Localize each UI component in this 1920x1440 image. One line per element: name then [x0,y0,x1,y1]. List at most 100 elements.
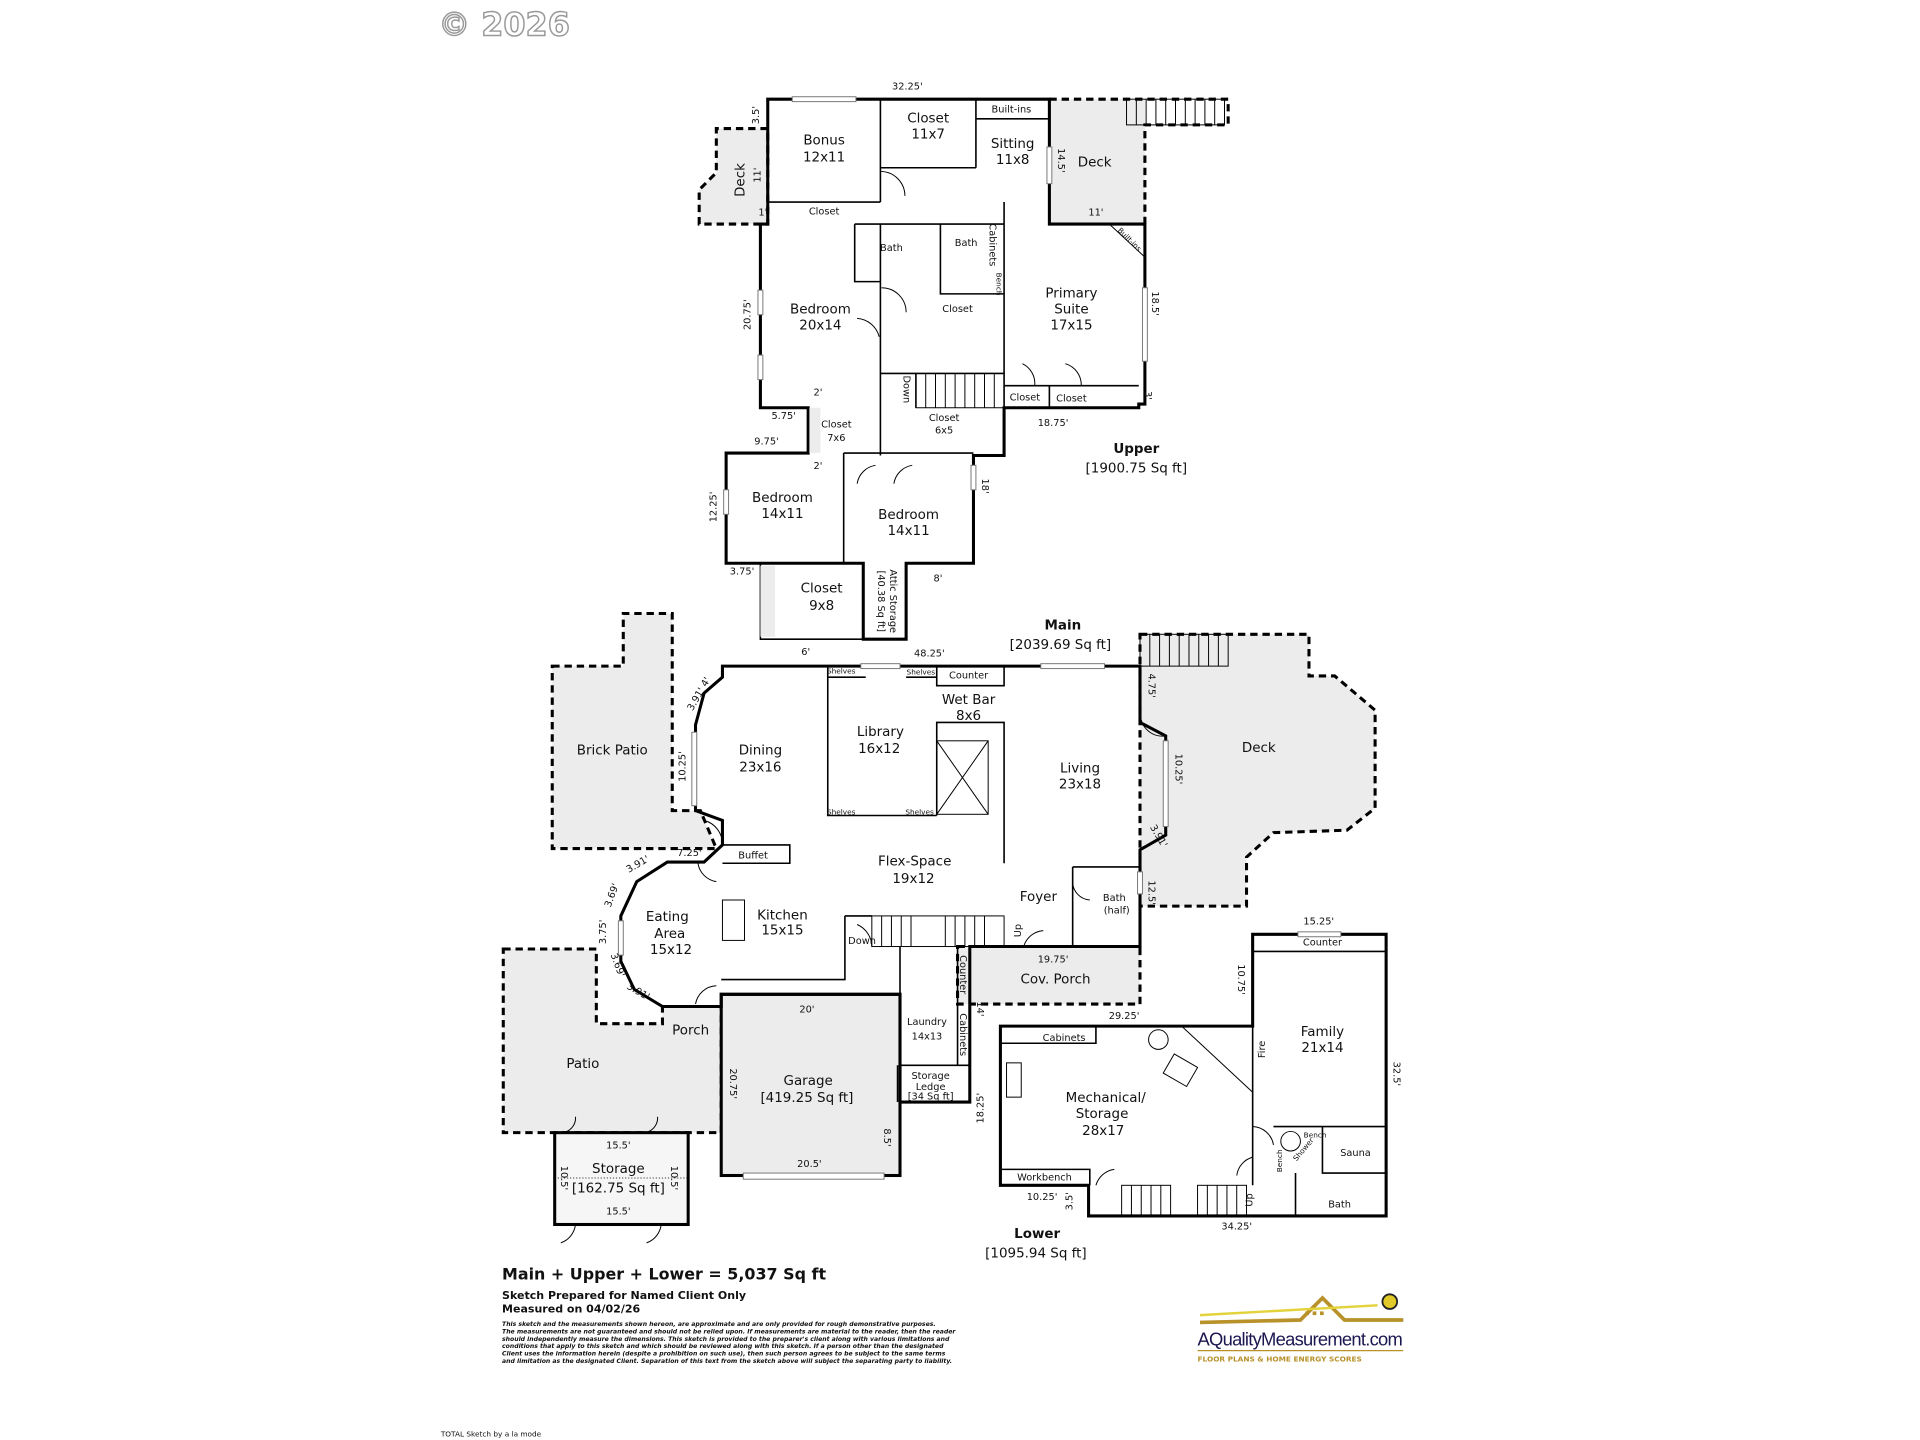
closet-shade [809,407,821,454]
main-exterior-wall [619,664,1168,1104]
company-logo: AQualityMeasurement.com FLOOR PLANS & HO… [1197,1293,1404,1364]
dimension-label: 3.69' [608,952,627,979]
room-label: Bedroom [878,508,939,523]
upper-right-deck [1049,99,1145,225]
room-label: Laundry [907,1017,947,1028]
disclaimer-line: and limitation as the designated Client.… [502,1357,952,1365]
room-label: Up [1245,1193,1256,1206]
dimension-label: 4.75' [1146,673,1157,697]
deck-edge [1049,97,1230,225]
window [1297,931,1342,938]
dimension-label: 2' [813,461,822,472]
window [970,464,977,491]
dimension-label: 10.25' [1173,754,1184,785]
room-label: Counter [949,670,989,681]
upper-deck-stairs [1126,98,1225,126]
room-label: Porch [672,1024,709,1039]
room-label: Cov. Porch [1020,972,1090,987]
room-label: Counter [957,955,968,995]
window [1137,871,1143,895]
lower-interior-walls [1000,950,1387,1216]
dimension-label: 34.25' [1221,1221,1252,1232]
dimension-label: 2' [813,388,822,399]
dimension-label: 20' [799,1005,814,1016]
dimension-label: 3.75' [598,920,609,944]
room-label: 6x5 [935,425,953,436]
logo-name: AQualityMeasurement.com [1198,1329,1403,1350]
window [757,289,764,316]
dimension-label: 18.25' [975,1093,986,1124]
software-credit: TOTAL Sketch by a la mode [440,1429,542,1438]
room-label: Down [848,936,876,947]
dimension-label: 3.91' [625,854,652,876]
footer: Main + Upper + Lower = 5,037 Sq ft Sketc… [440,1265,957,1439]
dimension-label: 7.25' [677,848,701,859]
dimension-label: 32.5' [1390,1062,1401,1086]
room-label: Wet Bar [942,693,996,708]
room-label: 14x11 [761,507,803,522]
room-label: Kitchen [757,909,808,924]
room-label: Closet [929,413,960,424]
window [1040,663,1105,670]
shower [1280,1130,1301,1152]
room-label: Cabinets [1043,1033,1086,1044]
room-label: Mechanical/ [1066,1091,1147,1106]
room-label: 19x12 [892,872,934,887]
dimension-label: 15.5' [606,1207,630,1218]
room-label: Closet [801,582,843,597]
room-label: Dining [739,743,782,758]
room-label: 9x8 [809,599,834,614]
room-label: 15x15 [761,923,803,938]
room-label: Built-ins [992,105,1032,116]
window [723,489,730,515]
room-label: Closet [907,111,949,126]
room-label: Suite [1054,302,1088,317]
dimension-label: 1' [758,208,767,219]
room-label: Area [654,927,685,942]
room-label: 12x11 [803,151,845,166]
room-label: 17x15 [1050,318,1092,333]
window [791,96,857,103]
door-swings [560,719,1166,1244]
dimension-label: 9.75' [754,436,778,447]
storage-building [553,1131,690,1227]
room-label: Counter [1303,937,1343,948]
room-label: Down [901,376,912,404]
room-label: Sauna [1340,1148,1371,1159]
window [1162,740,1169,828]
room-label: Closet [821,419,852,430]
brick-patio [550,611,719,851]
dimension-label: 48.25' [914,648,945,659]
room-label: 21x14 [1301,1041,1343,1056]
dimension-label: 10.25' [678,751,689,782]
room-label: 14x13 [912,1032,943,1043]
dimension-label: 15.25' [1303,916,1334,927]
floor-area: [1095.94 Sq ft] [985,1247,1087,1262]
door-swings [1095,1126,1274,1186]
mechanical-unit [1162,1053,1199,1088]
room-label: Fire [1257,1041,1268,1058]
dimension-label: 15.5' [606,1141,630,1152]
dimension-label: 19.75' [1038,954,1069,965]
room-label: Patio [566,1057,599,1072]
room-label: Closet [1010,392,1041,403]
floor-title: Upper [1113,442,1159,457]
room-label: Bedroom [752,491,813,506]
room-label: Storage [911,1071,949,1082]
room-label: Closet [809,206,840,217]
room-and-dimension-labels: Bonus12x11Closet11x7Built-insSitting11x8… [558,81,1402,1261]
dimension-label: 8.5' [881,1128,892,1146]
dimension-label: 20.75' [727,1068,738,1099]
room-label: 15x12 [650,943,692,958]
room-label: 28x17 [1082,1124,1124,1139]
room-label: Cabinets [957,1013,968,1056]
main-interior-walls [721,666,1140,1103]
room-label: Storage [1076,1107,1129,1122]
room-label: Sitting [991,137,1035,152]
lower-stairs [1121,1184,1248,1217]
sink [1006,1062,1022,1098]
floor-area: [1900.75 Sq ft] [1086,462,1188,477]
room-label: Workbench [1017,1172,1072,1183]
room-label: Closet [1056,394,1087,405]
room-label: [419.25 Sq ft] [760,1091,853,1106]
